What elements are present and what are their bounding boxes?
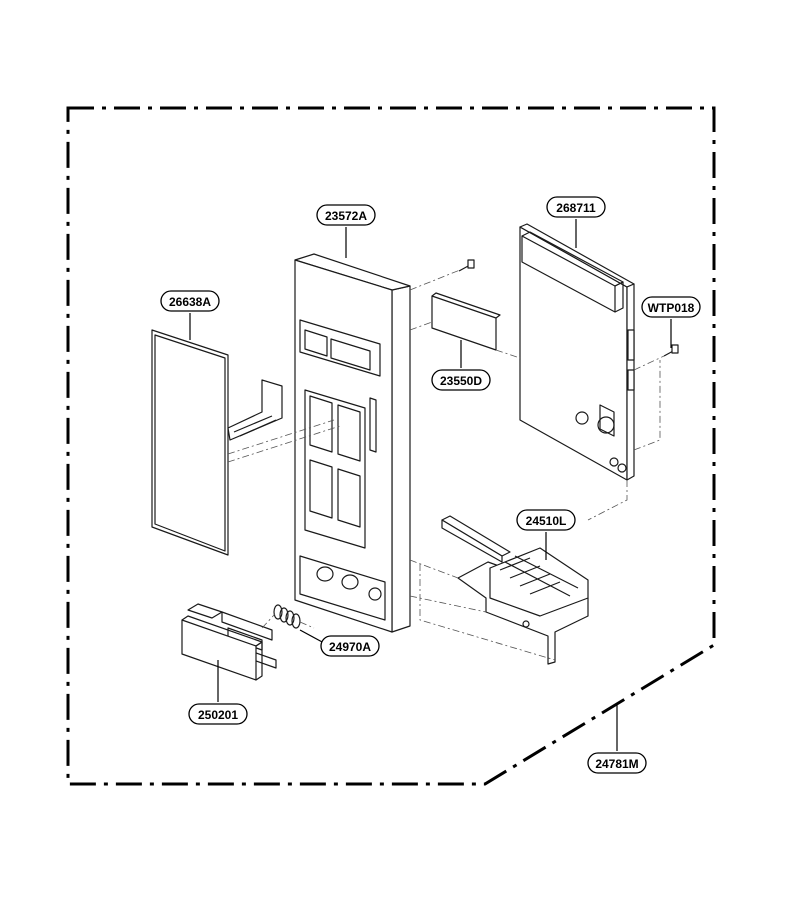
spring-part bbox=[273, 604, 301, 629]
screw-parts bbox=[458, 259, 679, 357]
part-number-text: WTP018 bbox=[648, 301, 695, 315]
part-number-text: 26638A bbox=[169, 295, 211, 309]
part-number-text: 23550D bbox=[440, 374, 482, 388]
front-panel-part bbox=[294, 253, 411, 633]
part-label-door-button: 250201 bbox=[188, 703, 248, 725]
part-label-pcb-assembly: 268711 bbox=[546, 196, 606, 218]
window-lens-part bbox=[431, 292, 501, 351]
door-button-part bbox=[181, 603, 277, 681]
part-label-latch-lever: 24510L bbox=[516, 509, 576, 531]
part-label-window-lens: 23550D bbox=[431, 369, 491, 391]
part-label-membrane-switch: 26638A bbox=[160, 290, 220, 312]
assembly-guide-lines bbox=[227, 269, 665, 661]
latch-lever-part bbox=[441, 515, 589, 665]
part-number-text: 24970A bbox=[329, 640, 371, 654]
part-number-text: 268711 bbox=[556, 201, 596, 215]
part-number-text: 23572A bbox=[325, 209, 367, 223]
leader-lines bbox=[189, 219, 672, 751]
part-number-text: 250201 bbox=[198, 708, 238, 722]
assembly-boundary bbox=[66, 106, 716, 786]
part-number-text: 24510L bbox=[526, 514, 567, 528]
part-label-front-panel: 23572A bbox=[316, 204, 376, 226]
part-label-spring: 24970A bbox=[320, 635, 380, 657]
part-label-screw: WTP018 bbox=[641, 296, 701, 318]
pcb-assembly-part bbox=[519, 223, 635, 481]
membrane-switch-part bbox=[151, 329, 283, 556]
part-number-text: 24781M bbox=[595, 757, 638, 771]
part-label-frame: 24781M bbox=[587, 752, 647, 774]
